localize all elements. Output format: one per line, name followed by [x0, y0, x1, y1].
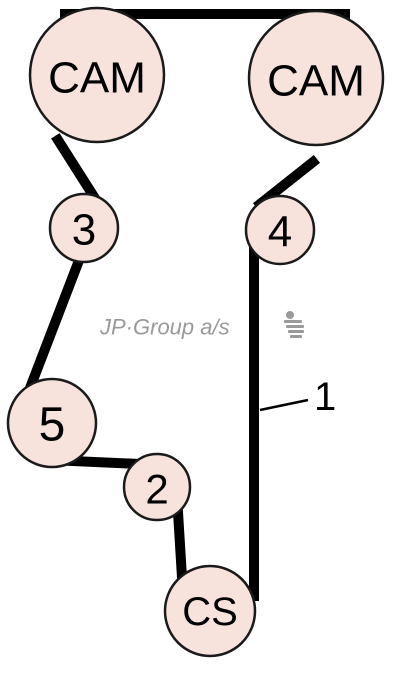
pulley-cam-right: CAM [247, 9, 385, 147]
pulley-idler-4: 4 [244, 194, 316, 266]
pulley-idler-2-label: 2 [145, 466, 168, 513]
belt-callout: 1 [259, 375, 336, 419]
pulley-cam-left-label: CAM [48, 54, 146, 103]
pulley-cam-right-label: CAM [267, 57, 365, 106]
pulley-idler-5-label: 5 [39, 399, 66, 452]
belt-callout-label: 1 [314, 375, 336, 419]
pulley-idler-4-label: 4 [268, 208, 292, 257]
watermark-logo-icon [284, 311, 304, 338]
pulley-crankshaft: CS [163, 564, 257, 658]
pulley-idler-5: 5 [6, 377, 98, 469]
pulley-idler-3-label: 3 [72, 206, 96, 255]
pulley-idler-3: 3 [48, 192, 120, 264]
belt-callout-leader [259, 398, 309, 412]
pulley-idler-2: 2 [122, 452, 192, 522]
watermark: JP·Group a/s [99, 311, 304, 340]
belt-segment-3-to-5 [23, 243, 90, 395]
pulley-crankshaft-label: CS [182, 590, 238, 634]
pulley-cam-left: CAM [28, 6, 166, 144]
watermark-text: JP·Group a/s [99, 315, 230, 340]
